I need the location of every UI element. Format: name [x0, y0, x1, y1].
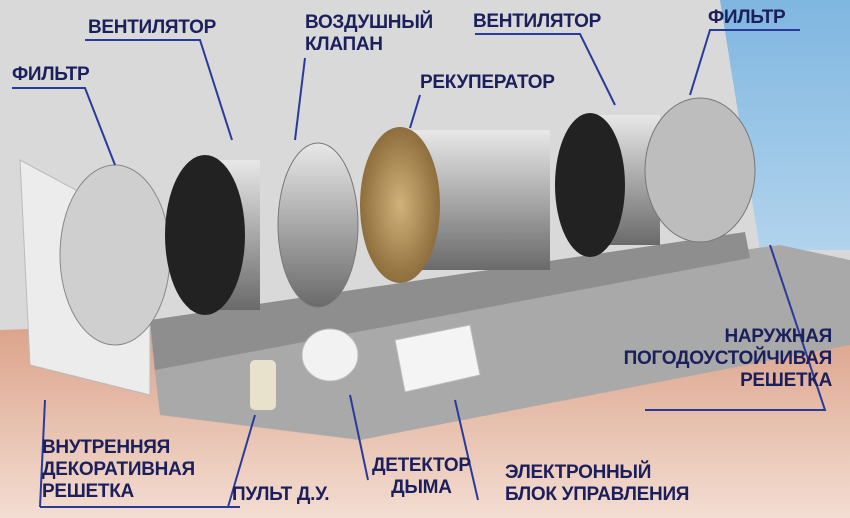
filter-left — [59, 164, 171, 346]
filter-right — [644, 97, 756, 243]
leader-lines — [12, 29, 827, 508]
label-line: НАРУЖНАЯ — [724, 326, 832, 347]
fan-right — [555, 113, 625, 257]
label-line: КЛАПАН — [305, 34, 383, 55]
slab — [150, 245, 850, 440]
remote-control — [250, 360, 276, 410]
label-remote: ПУЛЬТ Д.У. — [232, 484, 330, 505]
recuperator — [360, 127, 440, 283]
label-line: ДЕТЕКТОР — [372, 455, 471, 476]
label-fan-right: ВЕНТИЛЯТОР — [473, 11, 601, 32]
label-recuperator: РЕКУПЕРАТОР — [420, 72, 555, 93]
fan-left — [165, 155, 245, 315]
smoke-detector — [301, 328, 359, 382]
label-line: БЛОК УПРАВЛЕНИЯ — [505, 484, 690, 505]
label-line: ЭЛЕКТРОННЫЙ — [505, 462, 652, 483]
label-filter-left: ФИЛЬТР — [12, 64, 90, 85]
label-line: ДЫМА — [391, 477, 452, 498]
air-valve — [277, 142, 359, 308]
label-line: ВОЗДУШНЫЙ — [305, 12, 433, 33]
control-unit — [394, 324, 481, 393]
label-line: РЕШЕТКА — [740, 370, 832, 391]
label-line: ПОГОДОУСТОЙЧИВАЯ — [623, 348, 833, 369]
label-line: ВНУТРЕННЯЯ — [42, 437, 170, 458]
label-fan-left: ВЕНТИЛЯТОР — [88, 17, 216, 38]
label-line: РЕШЕТКА — [42, 481, 134, 502]
duct-tray — [150, 232, 750, 370]
label-line: ДЕКОРАТИВНАЯ — [42, 459, 195, 480]
label-filter-right: ФИЛЬТР — [708, 7, 786, 28]
